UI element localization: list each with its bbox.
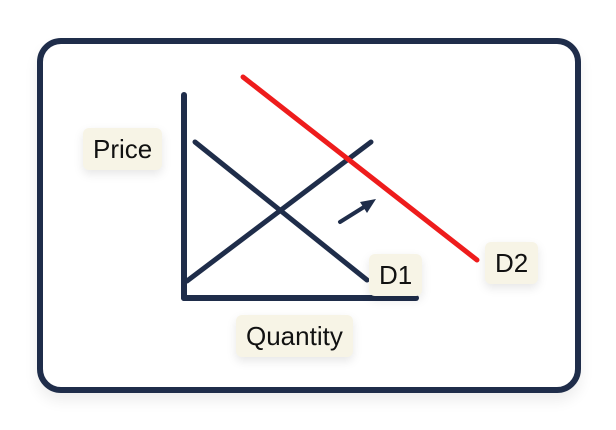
quantity-axis-label: Quantity [236,315,353,357]
d2-label: D2 [485,242,539,284]
price-axis-label: Price [83,128,163,170]
demand-line-d2 [240,74,480,263]
shift-arrow-icon [338,199,376,224]
d1-label: D1 [369,254,423,296]
demand-line-d1 [192,139,370,283]
